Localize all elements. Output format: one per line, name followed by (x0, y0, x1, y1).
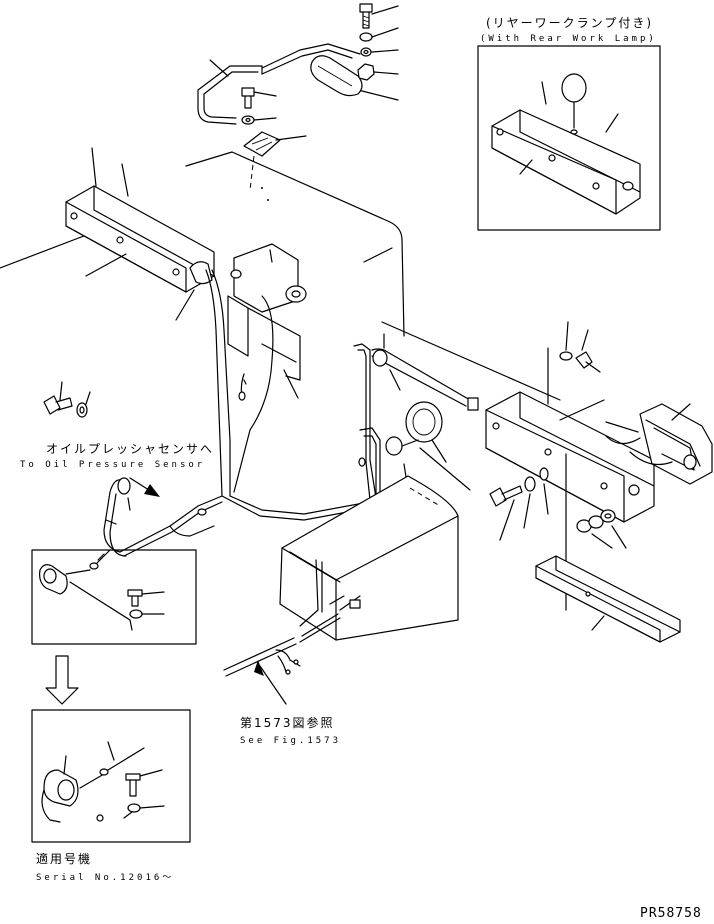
fig-ref-caption-en: See Fig.1573 (240, 736, 342, 746)
serial-caption-en: Serial No.12016～ (36, 873, 175, 883)
cab-panel-outline (0, 151, 561, 491)
left-bolt-washer (43, 381, 91, 418)
oil-sensor-arrow (129, 477, 160, 497)
fig1573-cable (223, 613, 341, 705)
left-lamp-bracket (65, 147, 215, 321)
center-bracket (227, 243, 307, 399)
sensor-inset-lower (31, 709, 191, 843)
lower-angle-bar (535, 555, 681, 643)
rear-lamp-caption-jp: (リヤーワークランプ付き) (486, 16, 654, 30)
fig-ref-caption-jp: 第1573図参照 (240, 716, 335, 730)
tank-box (279, 475, 459, 641)
sensor-inset-upper (31, 549, 197, 645)
drawing-number: PR58758 (640, 906, 702, 921)
oil-sensor-caption-jp: オイルプレッシャセンサへ (46, 442, 215, 456)
left-wire-harness (89, 269, 381, 570)
rear-lamp-caption-en: (With Rear Work Lamp) (480, 34, 657, 44)
oil-sensor-caption-en: To Oil Pressure Sensor (20, 460, 206, 470)
rear-lamp-bracket (485, 391, 713, 523)
rear-lamp-inset (477, 45, 661, 231)
top-lamp-assembly (197, 3, 399, 191)
serial-caption-jp: 適用号機 (36, 852, 93, 866)
down-arrow (45, 655, 79, 705)
